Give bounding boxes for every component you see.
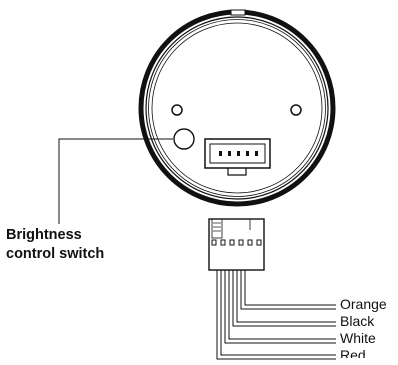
mounting-hole-right <box>290 104 302 116</box>
wire-orange <box>244 270 336 306</box>
rear-socket <box>204 138 271 176</box>
wire-white <box>228 270 336 340</box>
gauge-bezel-ring-inner <box>148 19 326 197</box>
callout-line-1: Brightness <box>6 227 82 243</box>
wire-white-edge <box>224 270 336 344</box>
top-clip <box>230 9 246 16</box>
callout-line-2: control switch <box>6 246 105 262</box>
wire-red-edge <box>216 270 336 360</box>
wire-black <box>236 270 336 323</box>
plug-connector <box>208 218 265 271</box>
gauge-bezel-ring <box>145 16 329 200</box>
wire-leads <box>216 270 336 360</box>
wire-label-white: White <box>340 330 376 346</box>
wire-red <box>220 270 336 356</box>
callout-leader <box>58 138 173 224</box>
wire-label-red: Red <box>340 347 366 358</box>
brightness-switch <box>173 128 195 150</box>
wire-label-orange: Orange <box>340 296 387 312</box>
brightness-switch-label: Brightness control switch <box>6 226 104 264</box>
mounting-hole-left <box>171 104 183 116</box>
socket-pins <box>219 151 258 156</box>
wire-black-edge <box>232 270 336 327</box>
plug-pins <box>211 239 262 246</box>
wire-orange-edge <box>240 270 336 310</box>
gauge-back-face <box>151 22 323 194</box>
wire-label-black: Black <box>340 313 375 329</box>
